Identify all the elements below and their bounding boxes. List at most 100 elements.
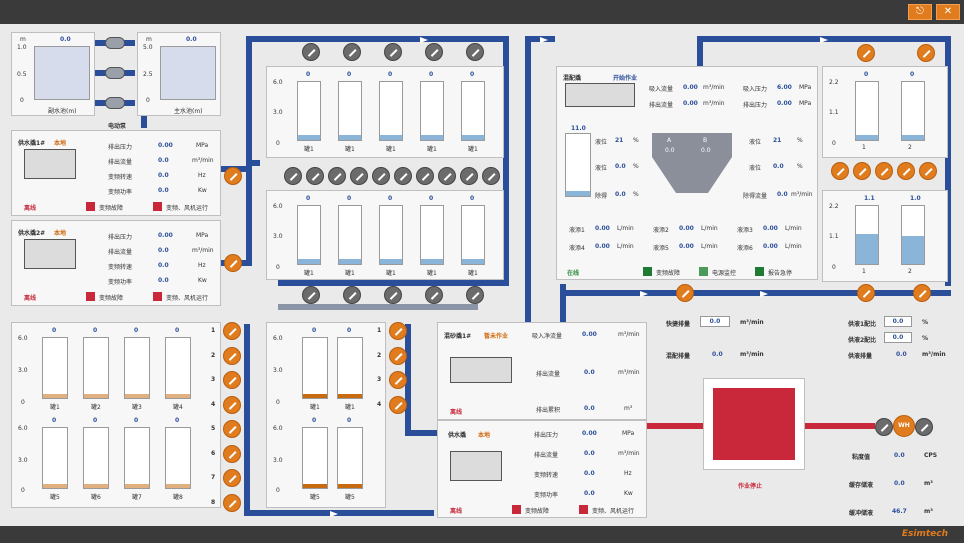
valve-icon[interactable] [223,395,241,414]
valve-icon[interactable] [913,284,931,302]
tank-label: 罐1 [468,146,478,153]
valve-icon[interactable] [917,44,935,62]
valve-icon[interactable] [389,395,407,414]
valve-icon[interactable] [389,371,407,389]
valve-icon[interactable] [223,444,241,463]
main-pool-panel: m 0.0 5.0 2.5 0 主水池(m) [137,32,221,116]
tick-label: 3.0 [273,109,283,116]
state-label: 暂未作业 [484,333,509,340]
valve-icon[interactable] [425,286,443,304]
pump-icon[interactable] [105,67,125,79]
row-unit: MPa [196,142,209,149]
tank-value: 1.1 [864,195,875,202]
tank-fill [856,135,878,140]
row-label: 变频转速 [108,264,133,271]
blender-panel: 混配撬 开始作业 吸入流量 0.00 m³/min 排出流量 0.00 m³/m… [556,66,818,280]
panel-title: 供水撬1# [18,140,46,147]
tank-value: 0 [347,71,352,78]
pipe [560,284,566,326]
valve-icon[interactable] [350,167,368,185]
panel-title: 混砂撬1# [444,333,472,340]
valve-icon[interactable] [466,286,484,304]
valve-icon[interactable] [224,167,242,185]
valve-icon[interactable] [343,43,361,61]
tank-label: 罐1 [427,146,437,153]
wh-meter[interactable]: WH [893,415,915,437]
close-button[interactable]: ✕ [936,4,960,20]
valve-icon[interactable] [302,286,320,304]
tank-fill [298,259,320,264]
valve-icon[interactable] [372,167,390,185]
row-unit: m³/min [618,369,640,376]
pump-icon[interactable] [105,37,125,49]
additive-label: 液添3 [737,227,753,234]
valve-icon[interactable] [875,162,893,180]
valve-icon[interactable] [389,346,407,365]
tank-value: 0 [175,417,180,424]
valve-icon[interactable] [857,284,875,302]
valve-icon[interactable] [284,167,302,185]
valve-icon[interactable] [482,167,500,185]
tank [379,205,403,265]
row-value: 0.0 [584,405,595,412]
mix-value: 0.0 [712,351,723,358]
valve-icon[interactable] [343,286,361,304]
valve-icon[interactable] [389,322,407,340]
additive-value: 0.00 [595,243,610,250]
ratio1-input[interactable]: 0.0 [884,316,912,327]
rate-unit: m³/min [740,319,764,326]
buffer2-unit: m³ [924,508,933,515]
logout-button[interactable]: ⎋ [908,4,932,20]
tank-label: 罐4 [173,404,183,411]
valve-icon[interactable] [328,167,346,185]
valve-icon[interactable] [384,43,402,61]
valve-icon[interactable] [302,43,320,61]
skid-machine-icon [24,149,76,179]
tank-fill [166,484,190,488]
status-bar: Esimtech [0,526,964,543]
valve-icon[interactable] [857,44,875,62]
valve-icon[interactable] [919,162,937,180]
valve-icon[interactable] [897,162,915,180]
valve-icon[interactable] [223,469,241,487]
valve-icon[interactable] [875,418,893,436]
valve-icon[interactable] [223,371,241,389]
tank-value: 0 [312,327,317,334]
rate-input[interactable]: 0.0 [700,316,730,327]
additive-label: 液添1 [569,227,585,234]
valve-icon[interactable] [223,493,241,512]
ratio2-input[interactable]: 0.0 [884,332,912,343]
valve-icon[interactable] [384,286,402,304]
tank-value: 0 [910,71,915,78]
skid-machine-icon [450,451,502,481]
valve-icon[interactable] [438,167,456,185]
tank-fill [462,135,484,140]
alarm-indicator [153,202,162,211]
tank [337,337,363,399]
valve-icon[interactable] [223,346,241,365]
valve-icon[interactable] [676,284,694,302]
pump-icon[interactable] [105,97,125,109]
valve-icon[interactable] [224,254,242,272]
alarm-label: 变频故障 [99,295,124,302]
valve-icon[interactable] [394,167,412,185]
valve-icon[interactable] [915,418,933,436]
additive-value: 0.00 [763,243,778,250]
legend-indicator [755,267,764,276]
alarm-label: 变频、风机运行 [166,295,209,302]
valve-icon[interactable] [416,167,434,185]
valve-icon[interactable] [306,167,324,185]
tank-value: 0 [864,71,869,78]
valve-icon[interactable] [466,43,484,61]
alarm-label: 变频、风机运行 [166,205,209,212]
valve-icon[interactable] [223,322,241,340]
valve-icon[interactable] [853,162,871,180]
valve-icon[interactable] [460,167,478,185]
row-value: 0.0 [584,470,595,477]
valve-icon[interactable] [223,420,241,438]
tank-fill [125,484,149,488]
valve-icon[interactable] [831,162,849,180]
valve-icon[interactable] [425,43,443,61]
tick-label: 1.0 [17,44,27,51]
tick-label: 0 [276,399,280,406]
